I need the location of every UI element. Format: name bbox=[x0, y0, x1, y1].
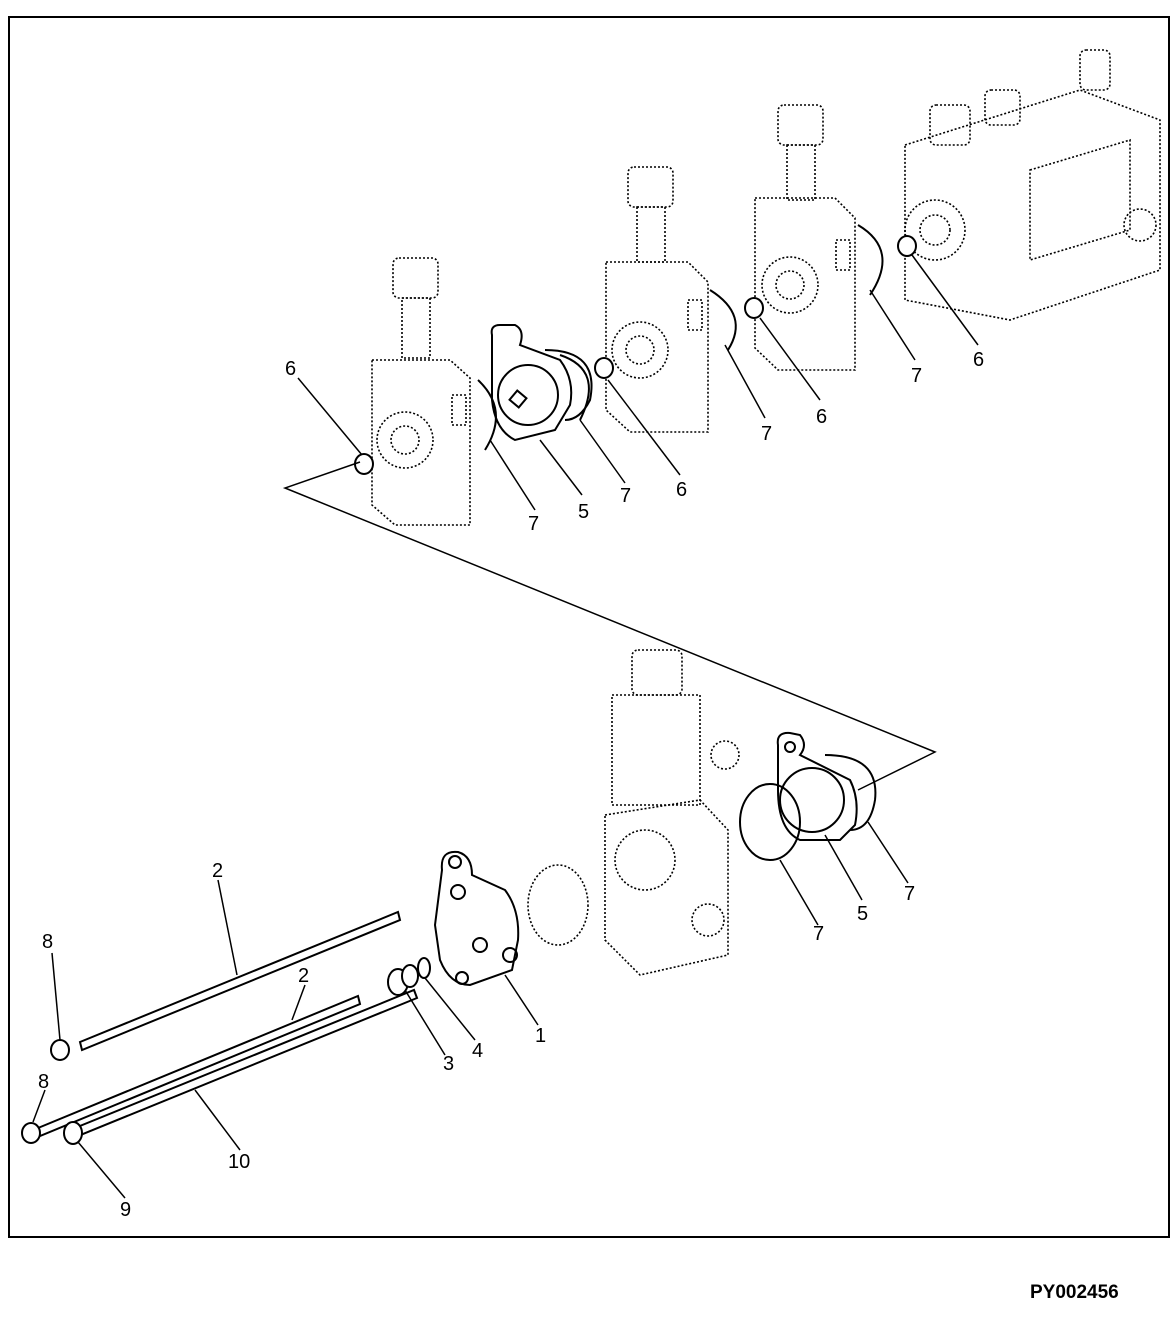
callout-7a: 7 bbox=[528, 513, 539, 535]
leader-lines bbox=[32, 254, 979, 1199]
callout-7e: 7 bbox=[813, 923, 824, 945]
reference-code: PY002456 bbox=[1030, 1282, 1119, 1303]
seal-part-7-b bbox=[559, 354, 590, 421]
tie-bolt-part-2-b bbox=[36, 994, 362, 1138]
o-ring-part-6-c bbox=[744, 297, 764, 319]
callout-6c: 6 bbox=[816, 406, 827, 428]
valve-section-c bbox=[754, 104, 856, 371]
callout-8a: 8 bbox=[42, 931, 53, 953]
main-valve-block bbox=[904, 49, 1161, 321]
callout-2a: 2 bbox=[212, 860, 223, 882]
callout-2b: 2 bbox=[298, 965, 309, 987]
callout-5b: 5 bbox=[857, 903, 868, 925]
o-ring-part-6-a bbox=[354, 453, 374, 475]
callout-4: 4 bbox=[472, 1040, 483, 1062]
callout-9: 9 bbox=[120, 1199, 131, 1221]
nut-part-8-a bbox=[50, 1039, 70, 1061]
nut-part-8-b bbox=[21, 1122, 41, 1144]
callout-6a: 6 bbox=[285, 358, 296, 380]
callout-5a: 5 bbox=[578, 501, 589, 523]
callout-8b: 8 bbox=[38, 1071, 49, 1093]
callout-7b: 7 bbox=[620, 485, 631, 507]
end-cover-part-1 bbox=[433, 850, 520, 987]
callout-7c: 7 bbox=[761, 423, 772, 445]
upper-cover-part-5 bbox=[490, 324, 593, 442]
seal-part-7-c bbox=[709, 289, 737, 351]
washer-part-9 bbox=[63, 1121, 83, 1145]
diagram-frame bbox=[8, 16, 1170, 1238]
seal-part-7-a bbox=[477, 379, 497, 451]
lower-cover-part-5 bbox=[776, 731, 877, 841]
o-ring-part-6-d bbox=[897, 235, 917, 257]
tie-bolt-part-10 bbox=[68, 988, 419, 1140]
callout-1: 1 bbox=[535, 1025, 546, 1047]
o-ring-part-6-b bbox=[594, 357, 614, 379]
tie-bolt-part-2-a bbox=[78, 910, 402, 1052]
valve-section-a bbox=[371, 257, 471, 526]
assembly-guide-line bbox=[282, 461, 937, 791]
o-ring-part-4 bbox=[417, 957, 431, 979]
lower-valve-section bbox=[527, 649, 740, 976]
callout-6b: 6 bbox=[676, 479, 687, 501]
callout-7f: 7 bbox=[904, 883, 915, 905]
seal-part-7-d bbox=[857, 224, 884, 296]
callout-6d: 6 bbox=[973, 349, 984, 371]
valve-section-b bbox=[605, 166, 709, 433]
callout-10: 10 bbox=[228, 1151, 250, 1173]
callout-7d: 7 bbox=[911, 365, 922, 387]
plug-part-3 bbox=[387, 964, 419, 996]
seal-part-7-e bbox=[739, 783, 801, 861]
callout-3: 3 bbox=[443, 1053, 454, 1075]
